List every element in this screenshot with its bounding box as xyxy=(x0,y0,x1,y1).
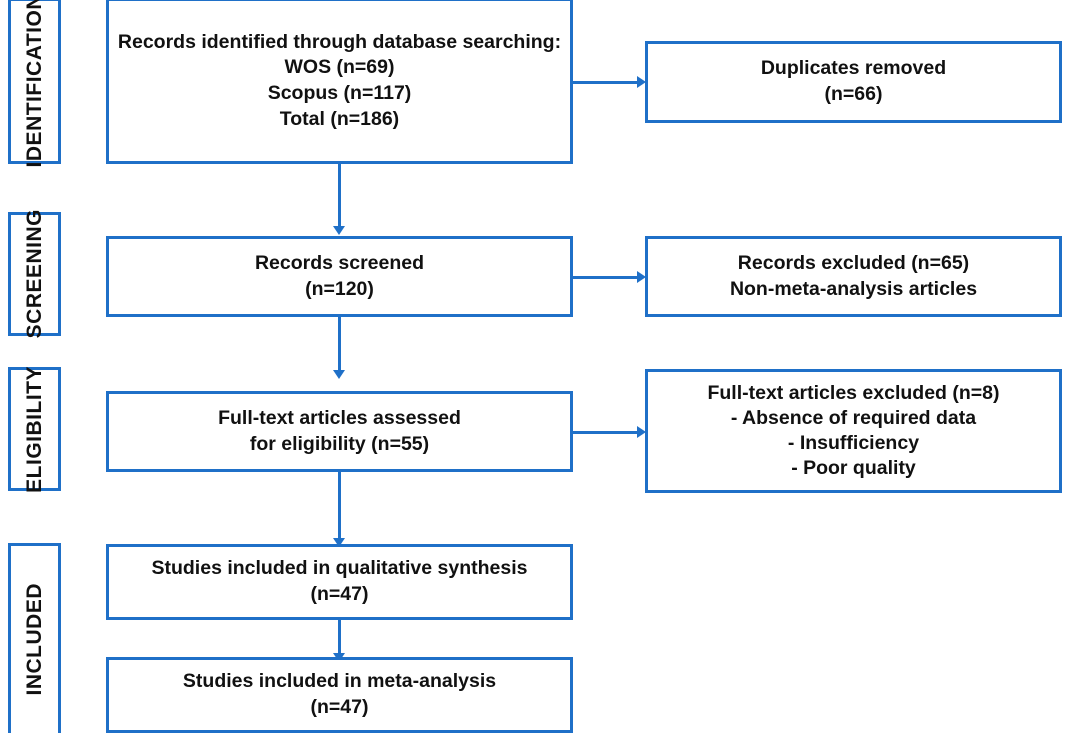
connector-screened-to-excluded-arrow xyxy=(637,271,646,283)
stage-label-eligibility: ELIGIBILITY xyxy=(8,365,61,493)
box-duplicates-removed-text: Duplicates removed (n=66) xyxy=(760,57,947,105)
connector-identified-to-duplicates-line xyxy=(572,81,638,84)
connector-screened-to-excluded-line xyxy=(572,276,638,279)
connector-identified-to-duplicates-arrow xyxy=(637,76,646,88)
box-meta-analysis: Studies included in meta-analysis (n=47) xyxy=(106,657,573,733)
box-records-screened-text: Records screened (n=120) xyxy=(254,251,425,300)
stage-label-included-text: INCLUDED xyxy=(23,583,46,696)
stage-label-screening-text: SCREENING xyxy=(23,209,46,339)
connector-qualitative-to-meta-line xyxy=(338,618,341,658)
stage-label-eligibility-text: ELIGIBILITY xyxy=(23,365,46,493)
box-meta-analysis-text: Studies included in meta-analysis (n=47) xyxy=(182,670,497,718)
box-records-identified-text: Records identified through database sear… xyxy=(117,30,562,130)
connector-identified-to-screened-line xyxy=(338,163,341,228)
box-records-excluded: Records excluded (n=65) Non-meta-analysi… xyxy=(645,236,1062,317)
stage-label-identification-text: IDENTIFICATION xyxy=(23,0,46,168)
box-records-identified: Records identified through database sear… xyxy=(106,0,573,164)
box-qualitative-synthesis-text: Studies included in qualitative synthesi… xyxy=(151,557,528,605)
connector-fulltext-to-qualitative-arrow xyxy=(333,538,345,547)
connector-fulltext-to-qualitative-line xyxy=(338,470,341,540)
box-qualitative-synthesis: Studies included in qualitative synthesi… xyxy=(106,544,573,620)
box-duplicates-removed: Duplicates removed (n=66) xyxy=(645,41,1062,123)
connector-fulltext-to-ftexcluded-arrow xyxy=(637,426,646,438)
box-fulltext-excluded: Full-text articles excluded (n=8) - Abse… xyxy=(645,369,1062,493)
box-records-screened: Records screened (n=120) xyxy=(106,236,573,317)
box-fulltext-excluded-text: Full-text articles excluded (n=8) - Abse… xyxy=(707,382,1000,479)
connector-screened-to-fulltext-arrow xyxy=(333,370,345,379)
connector-screened-to-fulltext-line xyxy=(338,316,341,372)
stage-label-included: INCLUDED xyxy=(8,543,61,733)
box-fulltext-assessed: Full-text articles assessed for eligibil… xyxy=(106,391,573,472)
connector-fulltext-to-ftexcluded-line xyxy=(572,431,638,434)
stage-label-identification: IDENTIFICATION xyxy=(8,0,61,168)
stage-label-screening: SCREENING xyxy=(8,209,61,339)
connector-identified-to-screened-arrow xyxy=(333,226,345,235)
box-records-excluded-text: Records excluded (n=65) Non-meta-analysi… xyxy=(729,251,978,300)
box-fulltext-assessed-text: Full-text articles assessed for eligibil… xyxy=(218,406,461,455)
